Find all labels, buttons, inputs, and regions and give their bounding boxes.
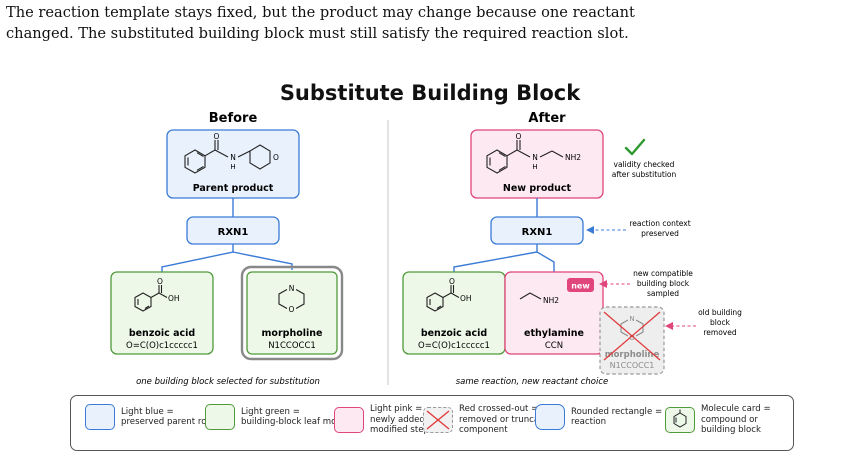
parent-amide-nitrogen: N — [230, 153, 236, 162]
new-amide-nitrogen: N — [532, 153, 538, 162]
light-green-swatch — [205, 404, 235, 430]
legend-text-line: modified step — [370, 425, 429, 435]
new-badge: new — [567, 278, 594, 292]
parent-product-structure — [184, 140, 271, 174]
new-product-label: New product — [503, 183, 572, 194]
cross-icon — [426, 410, 450, 430]
molecule-card-swatch — [665, 406, 695, 433]
legend-text-line: reaction — [571, 417, 607, 427]
legend-text-line: Rounded rectangle = — [571, 406, 663, 417]
parent-ring-oxygen: O — [273, 153, 279, 162]
parent-amide-hydrogen: H — [230, 163, 235, 171]
context-note-line-1: reaction context — [629, 219, 690, 228]
legend-text-line: Light pink = — [370, 404, 423, 414]
after-benzoic-smiles: O=C(O)c1ccccc1 — [418, 341, 490, 351]
before-morpholine-card: N O morpholine N1CCOCC1 — [240, 265, 344, 361]
legend-text-line: Red crossed-out = — [459, 404, 539, 414]
before-benzoic-name: benzoic acid — [129, 328, 195, 339]
before-rxn-to-left-edge — [161, 244, 234, 272]
diagram-title: Substitute Building Block — [280, 81, 581, 105]
parent-carbonyl-oxygen: O — [214, 132, 220, 141]
light-blue-swatch — [85, 404, 115, 430]
context-note-line-2: preserved — [641, 229, 679, 238]
after-heading: After — [528, 111, 566, 126]
light-pink-swatch — [334, 406, 364, 433]
after-benzoic-name: benzoic acid — [421, 328, 487, 339]
check-icon — [624, 138, 646, 156]
before-benzoic-acid-card: O OH benzoic acid O=C(O)c1ccccc1 — [110, 271, 214, 355]
crossed-out-swatch — [423, 406, 453, 433]
new-product-card: O N H NH2 New product — [470, 129, 604, 199]
removed-note-line-1: old building — [698, 308, 742, 317]
new-amide-hydrogen: H — [532, 163, 537, 171]
ethylamine-smiles: CCN — [545, 341, 563, 351]
after-benzoic-oxygen: O — [449, 277, 455, 286]
rounded-rect-swatch — [535, 404, 565, 430]
legend-text-line: removed or truncated — [459, 414, 554, 425]
removed-morpholine-card: N O morpholine N1CCOCC1 — [599, 306, 665, 375]
after-benzoic-hydroxyl: OH — [460, 294, 472, 303]
before-benzoic-smiles: O=C(O)c1ccccc1 — [126, 341, 198, 351]
legend-text-line: compound or — [701, 414, 758, 425]
after-rxn-to-left-edge — [453, 244, 538, 272]
intro-line-1: The reaction template stays fixed, but t… — [6, 4, 635, 21]
legend-text-line: newly added or — [370, 414, 437, 425]
removed-morpholine-name: morpholine — [605, 350, 660, 360]
new-carbonyl-oxygen: O — [516, 132, 522, 141]
after-reaction-label: RXN1 — [522, 227, 553, 238]
legend-text-line: Light blue = — [121, 406, 174, 417]
before-benzoic-oxygen: O — [157, 277, 163, 286]
removed-note-line-3: removed — [703, 328, 736, 337]
new-product-amine: NH2 — [565, 153, 581, 162]
sampled-note-line-2: building block — [637, 279, 690, 288]
removed-morpholine-smiles: N1CCOCC1 — [610, 361, 655, 370]
ethylamine-card: NH2 ethylamine CCN — [504, 271, 604, 355]
legend-light-green: Light green = building-block leaf molecu… — [205, 404, 362, 430]
before-caption: one building block selected for substitu… — [136, 377, 320, 387]
before-reaction-node: RXN1 — [186, 216, 280, 245]
after-reaction-node: RXN1 — [490, 216, 584, 245]
after-rxn-to-new-edge — [536, 251, 555, 272]
cross-out-line-2 — [603, 311, 661, 361]
before-morpholine-nitrogen: N — [289, 284, 295, 293]
legend-text-line: building block — [701, 425, 761, 435]
after-benzoic-acid-card: O OH benzoic acid O=C(O)c1ccccc1 — [402, 271, 506, 355]
parent-product-label: Parent product — [193, 183, 274, 194]
removed-morpholine-oxygen: O — [629, 334, 635, 342]
before-morpholine-smiles: N1CCOCC1 — [268, 341, 316, 351]
benzene-icon — [673, 409, 687, 428]
ethylamine-name: ethylamine — [524, 328, 584, 339]
after-caption: same reaction, new reactant choice — [456, 377, 609, 387]
legend-text-line: component — [459, 425, 508, 435]
before-morpholine-oxygen: O — [289, 305, 295, 314]
before-morpholine-name: morpholine — [262, 328, 323, 339]
validity-note-line-1: validity checked — [614, 160, 675, 169]
legend-text-line: Light green = — [241, 406, 300, 417]
sampled-note-line-1: new compatible — [633, 269, 693, 278]
legend-molecule-card: Molecule card = compound or building blo… — [665, 404, 771, 436]
removed-morpholine-nitrogen: N — [629, 315, 634, 323]
before-benzoic-hydroxyl: OH — [168, 294, 180, 303]
legend-text-line: preserved parent route — [121, 417, 221, 427]
new-badge-label: new — [571, 282, 590, 291]
legend-rounded-rect: Rounded rectangle = reaction — [535, 404, 662, 430]
legend-crossed-out: Red crossed-out = removed or truncated c… — [423, 404, 553, 436]
ethylamine-amine: NH2 — [543, 296, 559, 305]
legend-light-pink: Light pink = newly added or modified ste… — [334, 404, 436, 436]
legend-text-line: Molecule card = — [701, 404, 771, 414]
intro-line-2: changed. The substituted building block … — [6, 25, 629, 42]
before-reaction-label: RXN1 — [218, 227, 249, 238]
sampled-note-line-3: sampled — [647, 289, 679, 298]
validity-note-line-2: after substitution — [612, 170, 677, 179]
legend: Light blue = preserved parent route Ligh… — [70, 395, 794, 451]
parent-product-card: O N H O Parent product — [166, 129, 300, 199]
legend-light-blue: Light blue = preserved parent route — [85, 404, 221, 430]
removed-note-line-2: block — [710, 318, 731, 327]
before-heading: Before — [209, 111, 258, 126]
legend-text-line: building-block leaf molecule — [241, 417, 362, 427]
intro-text: The reaction template stays fixed, but t… — [6, 2, 856, 44]
